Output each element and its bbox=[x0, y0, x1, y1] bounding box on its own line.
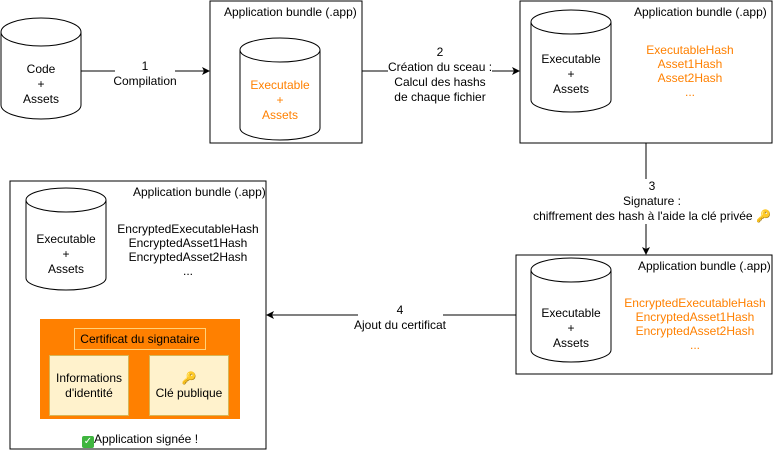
status-text: Application signée ! bbox=[93, 432, 199, 446]
hash-item: ... bbox=[689, 338, 700, 352]
edge-text: Signature : bbox=[622, 194, 682, 208]
label-line: Executable bbox=[541, 52, 601, 66]
certificate-title: Certificat du signataire bbox=[74, 328, 206, 350]
edge-text: Ajout du certificat bbox=[353, 318, 447, 332]
label-line: + bbox=[567, 67, 575, 81]
bundle-2-title: Application bundle (.app) bbox=[634, 5, 767, 19]
bundle-3-title: Application bundle (.app) bbox=[638, 259, 771, 273]
label-line: Assets bbox=[261, 108, 298, 122]
edge-text: chiffrement des hash à l'aide la clé pri… bbox=[533, 209, 753, 223]
key-icon: 🔑 bbox=[755, 209, 771, 223]
hash-item: ExecutableHash bbox=[646, 43, 734, 57]
hash-item: EncryptedAsset1Hash bbox=[635, 310, 755, 324]
label-line: Assets bbox=[552, 336, 589, 350]
label-line: Assets bbox=[22, 92, 59, 106]
label-line: + bbox=[567, 321, 575, 335]
label-line: Code bbox=[26, 62, 56, 76]
hash-item: Asset1Hash bbox=[657, 57, 723, 71]
bundle-4-cylinder-label: Executable + Assets bbox=[26, 232, 106, 277]
edge-number: 3 bbox=[648, 179, 656, 193]
edge-number: 4 bbox=[396, 303, 404, 317]
edge-1-label: 1 Compilation bbox=[110, 59, 180, 89]
label-line: + bbox=[276, 93, 284, 107]
label-line: Assets bbox=[47, 262, 84, 276]
bundle-4-cylinder bbox=[25, 187, 107, 291]
bundle-4-hash-list: EncryptedExecutableHash EncryptedAsset1H… bbox=[110, 222, 266, 278]
identity-line: d'identité bbox=[65, 385, 113, 400]
hash-item: Asset2Hash bbox=[657, 71, 723, 85]
certificate-identity: Informations d'identité bbox=[49, 355, 129, 416]
bundle-3-cylinder-label: Executable + Assets bbox=[531, 306, 611, 351]
signed-status: ✓Application signée ! bbox=[40, 432, 240, 448]
label-line: Assets bbox=[552, 82, 589, 96]
label-line: + bbox=[37, 77, 45, 91]
edge-2-label: 2 Création du sceau : Calcul des hashs d… bbox=[388, 45, 492, 105]
edge-text-with-icon: chiffrement des hash à l'aide la clé pri… bbox=[532, 209, 772, 224]
edge-text: de chaque fichier bbox=[394, 90, 486, 104]
bundle-1-cylinder bbox=[239, 37, 321, 141]
bundle-1-cylinder-label: Executable + Assets bbox=[240, 78, 320, 123]
source-cylinder-label: Code + Assets bbox=[1, 62, 81, 107]
edge-number: 1 bbox=[141, 59, 149, 73]
hash-item: EncryptedAsset1Hash bbox=[128, 236, 248, 250]
hash-item: EncryptedExecutableHash bbox=[117, 222, 259, 236]
public-key-label: Clé publique bbox=[155, 386, 223, 400]
edge-4-label: 4 Ajout du certificat bbox=[350, 303, 450, 333]
edge-text: Création du sceau : bbox=[388, 60, 493, 74]
hash-item: EncryptedExecutableHash bbox=[624, 296, 766, 310]
edge-number: 2 bbox=[436, 45, 444, 59]
bundle-4-title: Application bundle (.app) bbox=[133, 185, 266, 199]
bundle-2-cylinder bbox=[530, 9, 612, 113]
edge-text: Compilation bbox=[113, 74, 177, 88]
edge-3-label: 3 Signature : chiffrement des hash à l'a… bbox=[532, 179, 772, 224]
label-line: Executable bbox=[541, 306, 601, 320]
source-cylinder bbox=[0, 17, 82, 120]
check-icon: ✓ bbox=[81, 436, 94, 448]
bundle-3-cylinder bbox=[530, 257, 612, 363]
bundle-3-hash-list: EncryptedExecutableHash EncryptedAsset1H… bbox=[617, 296, 773, 352]
bundle-2-cylinder-label: Executable + Assets bbox=[531, 52, 611, 97]
hash-item: ... bbox=[182, 264, 193, 278]
certificate-public-key: 🔑 Clé publique bbox=[149, 355, 229, 416]
label-line: Executable bbox=[250, 78, 310, 92]
bundle-1-title: Application bundle (.app) bbox=[224, 5, 357, 19]
key-icon: 🔑 bbox=[181, 371, 197, 385]
identity-line: Informations bbox=[55, 370, 123, 385]
certificate-box: Certificat du signataire Informations d'… bbox=[40, 319, 240, 419]
hash-item: ... bbox=[684, 85, 695, 99]
label-line: Executable bbox=[36, 232, 96, 246]
edge-text: Calcul des hashs bbox=[394, 75, 486, 89]
hash-item: EncryptedAsset2Hash bbox=[635, 324, 755, 338]
label-line: + bbox=[62, 247, 70, 261]
bundle-2-hash-list: ExecutableHash Asset1Hash Asset2Hash ... bbox=[630, 43, 750, 99]
hash-item: EncryptedAsset2Hash bbox=[128, 250, 248, 264]
